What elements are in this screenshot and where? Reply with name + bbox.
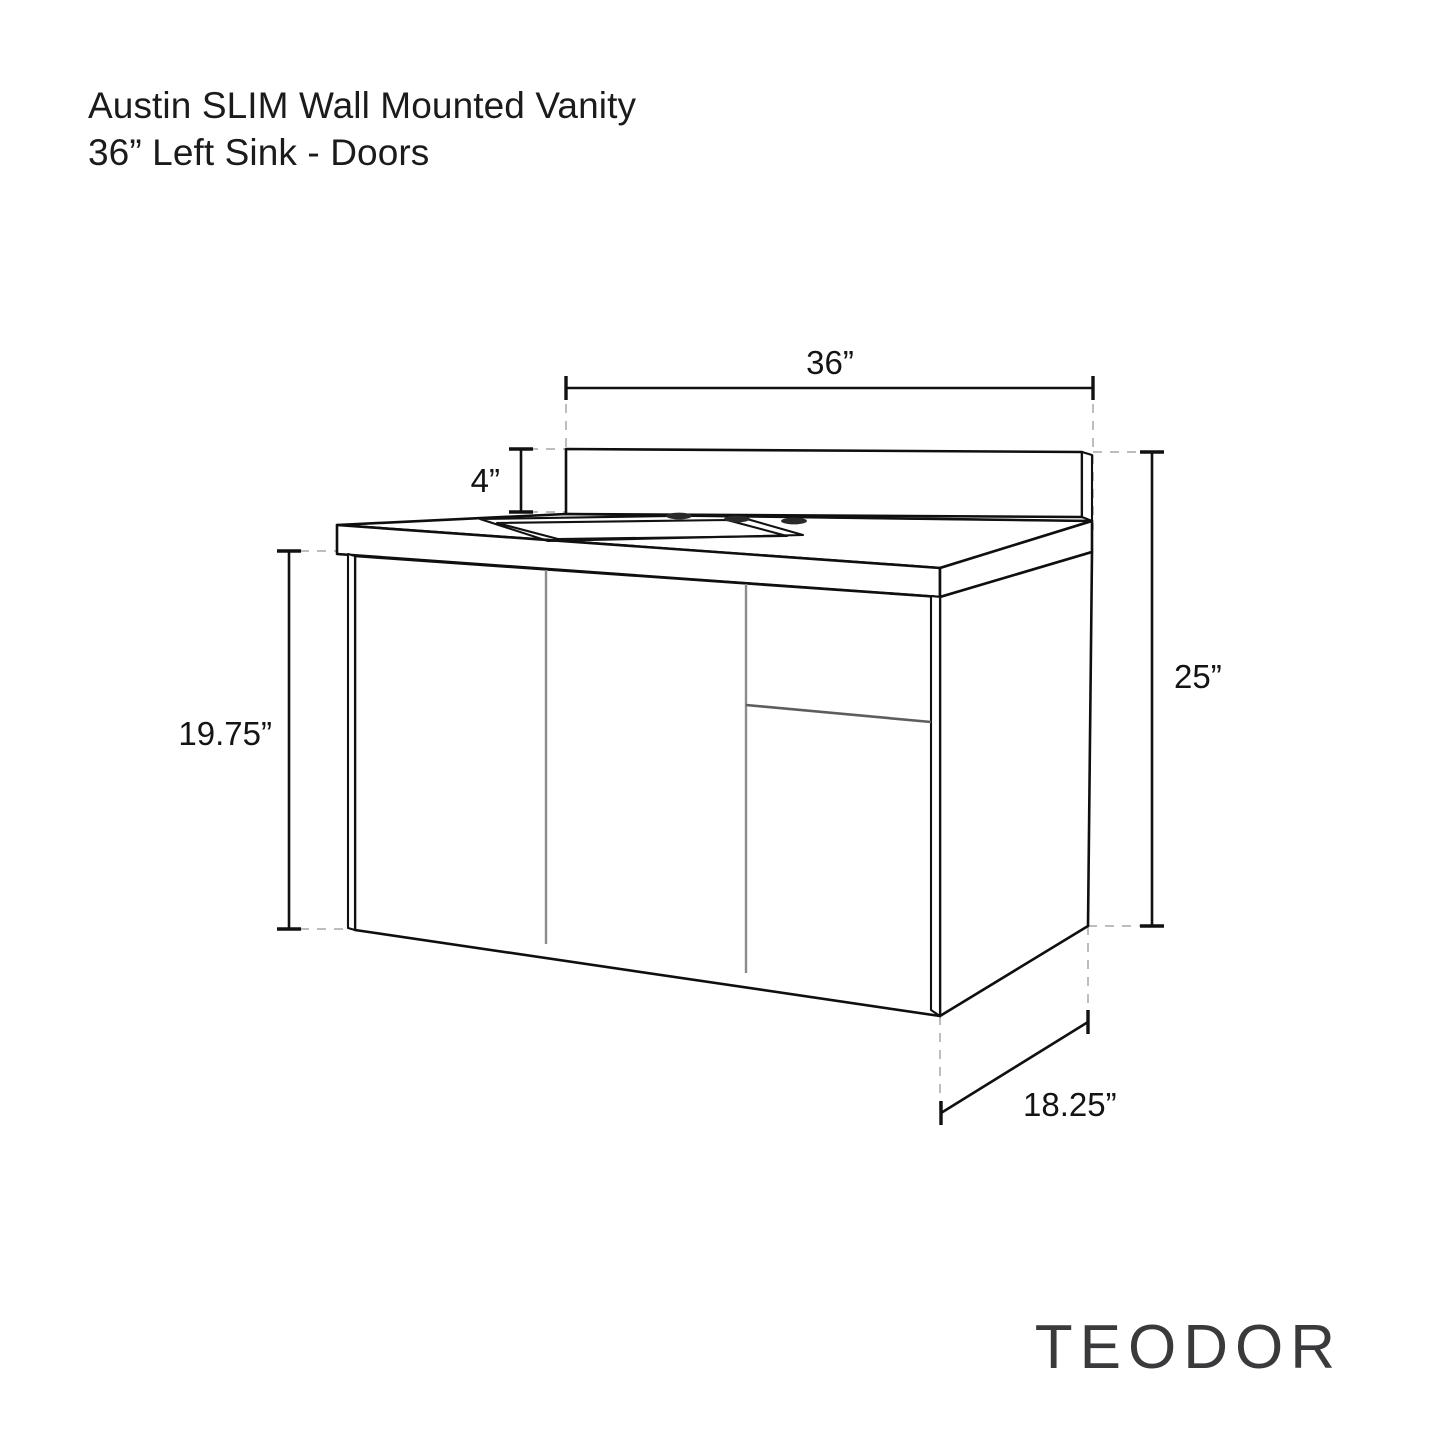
gap-right-drawer-door [745, 703, 932, 724]
countertop [335, 512, 1094, 599]
backsplash [564, 447, 1094, 523]
side-panel-right [929, 550, 1094, 1018]
door-gap-lines [544, 570, 932, 973]
title-block: Austin SLIM Wall Mounted Vanity 36” Left… [88, 82, 636, 177]
dimension-backsplash-height-label: 4” [471, 462, 500, 499]
cabinet-left-edge [346, 552, 357, 932]
dimension-cabinet-height-label: 19.75” [178, 715, 272, 752]
brand-logo: TEODOR [1034, 1313, 1342, 1382]
dimension-backsplash-height: 4” [471, 447, 533, 514]
page-title-line-1: Austin SLIM Wall Mounted Vanity [88, 85, 637, 126]
dimension-cabinet-height: 19.75” [178, 549, 301, 931]
dimension-overall-height-label: 25” [1174, 658, 1222, 695]
dimension-width: 36” [564, 344, 1095, 400]
cabinet-front-face [353, 554, 942, 1018]
page-title-line-2: 36” Left Sink - Doors [88, 132, 430, 174]
faucet-holes [666, 512, 807, 525]
dimension-overall-height: 25” [1140, 450, 1222, 928]
sink-basin [478, 513, 805, 543]
dimension-width-label: 36” [806, 344, 854, 381]
dimension-depth: 18.25” [939, 1010, 1117, 1125]
dimension-depth-label: 18.25” [1023, 1086, 1117, 1123]
